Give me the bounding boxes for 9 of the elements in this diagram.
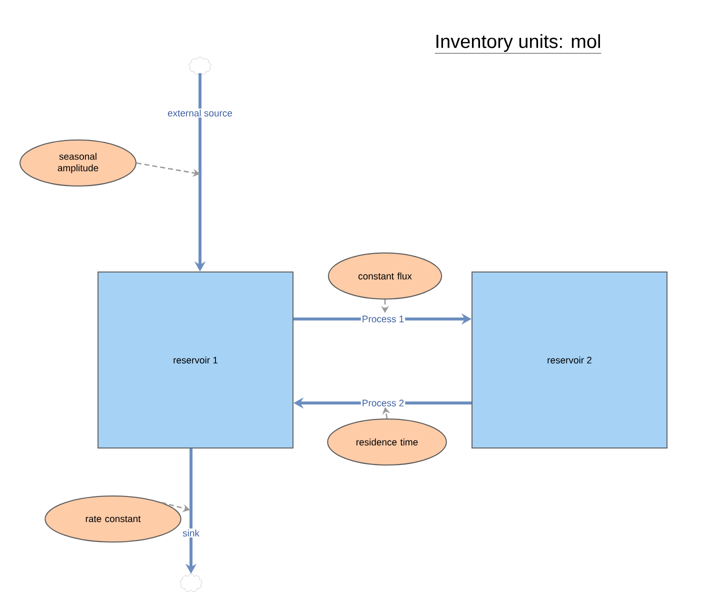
edge-label: external source (166, 108, 234, 118)
title: Inventory units: mol (434, 34, 602, 54)
reservoir-box: reservoir 1 (98, 272, 294, 448)
edge-label: sink (182, 528, 200, 538)
reservoir-box: reservoir 2 (472, 272, 668, 448)
cloud-icon (180, 574, 202, 592)
edge-label: Process 1 (360, 314, 406, 324)
edge-label: Process 2 (360, 398, 406, 408)
cloud-icon (188, 56, 212, 75)
